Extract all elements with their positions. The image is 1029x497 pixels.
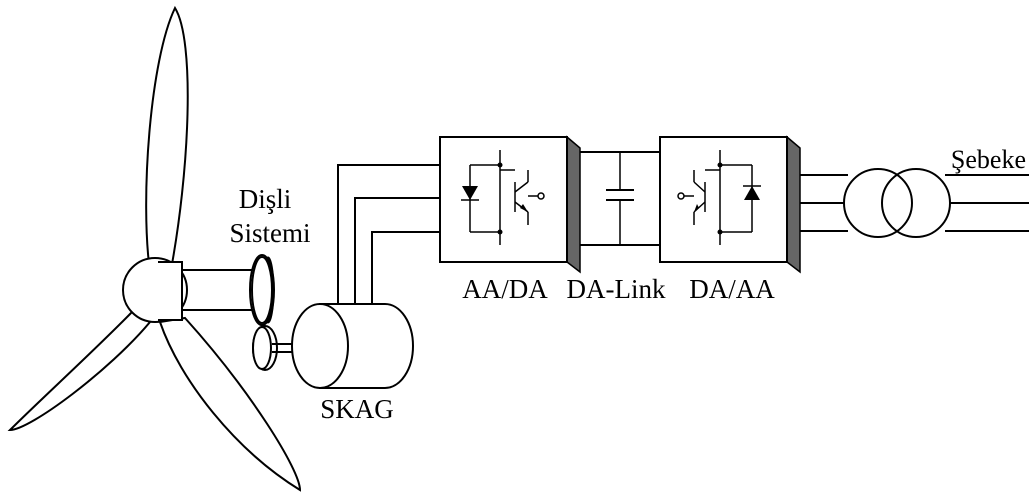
gear-label-line2: Sistemi: [229, 218, 310, 248]
gear-small-face: [252, 326, 272, 370]
rectifier-label: AA/DA: [462, 274, 548, 304]
transformer: [843, 168, 951, 238]
grid-side-lines: [800, 174, 848, 232]
gear-label-line1: Dişli: [239, 184, 292, 214]
main-shaft: [182, 269, 262, 311]
generator-label: SKAG: [320, 394, 394, 424]
rectifier-diode: [462, 186, 478, 200]
rectifier-converter: [439, 135, 581, 274]
grid-lines: [945, 174, 1029, 232]
generator-front-face: [291, 303, 349, 389]
inverter-diode: [744, 186, 760, 200]
inverter-converter: [659, 135, 801, 274]
turbine-rotor: [7, 5, 302, 492]
dc-link: [580, 151, 660, 246]
dc-link-label: DA-Link: [567, 274, 666, 304]
blade-upper: [145, 5, 189, 277]
nacelle: [158, 261, 183, 321]
inverter-label: DA/AA: [689, 274, 775, 304]
generator: [291, 303, 414, 389]
stator-connection-lines: [337, 164, 440, 303]
inverter-transistor-gate: [677, 192, 685, 200]
blade-lower-left: [7, 310, 152, 432]
gear-large-face: [251, 256, 273, 324]
grid-label: Şebeke: [951, 145, 1026, 174]
blade-lower-right: [158, 316, 302, 492]
rectifier-transistor-gate: [537, 192, 545, 200]
